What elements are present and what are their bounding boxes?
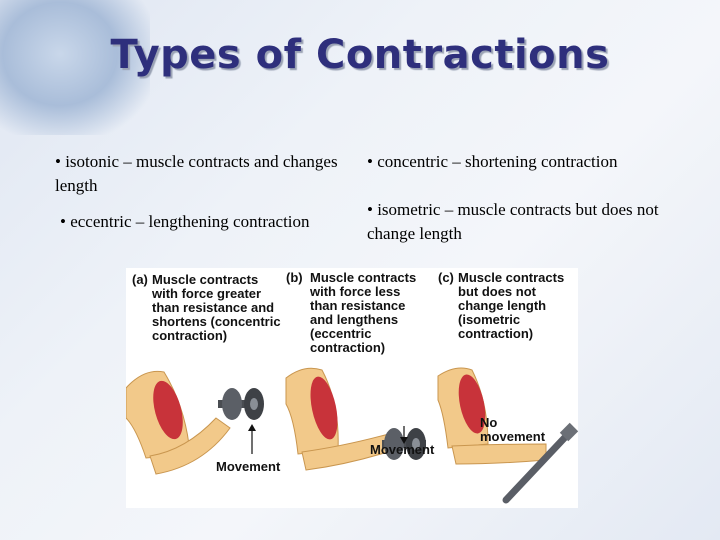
panel-c-line-4: (isometric — [458, 312, 520, 327]
bullet-concentric: • concentric – shortening contraction — [367, 152, 618, 171]
panel-b-movement-label: Movement — [370, 442, 435, 457]
surgeon-photo — [0, 0, 150, 135]
bullet-eccentric: • eccentric – lengthening contraction — [60, 212, 310, 231]
panel-b-line-5: (eccentric — [310, 326, 371, 341]
panel-c-line-2: but does not — [458, 284, 537, 299]
bullet-isometric: • isometric – muscle contracts but does … — [367, 200, 659, 243]
panel-a-line-4: shortens (concentric — [152, 314, 281, 329]
panel-b-line-4: and lengthens — [310, 312, 398, 327]
panel-a-line-3: than resistance and — [152, 300, 274, 315]
contraction-figure: (a) Muscle contracts with force greater … — [126, 268, 578, 508]
panel-a-line-1: Muscle contracts — [152, 272, 258, 287]
panel-c-fixed-bar — [502, 428, 574, 504]
panel-b-bicep-muscle — [310, 376, 338, 440]
panel-b-line-3: than resistance — [310, 298, 405, 313]
panel-a-movement-label: Movement — [216, 459, 281, 474]
panel-b: (b) Muscle contracts with force less tha… — [285, 270, 435, 471]
panel-c-line-1: Muscle contracts — [458, 270, 564, 285]
panel-a-line-2: with force greater — [151, 286, 261, 301]
bullet-isotonic: • isotonic – muscle contracts and change… — [55, 152, 338, 195]
panel-a-line-5: contraction) — [152, 328, 227, 343]
panel-c-no-label: No — [480, 415, 497, 430]
panel-c-letter: (c) — [438, 270, 454, 285]
panel-a-forearm — [149, 417, 231, 475]
panel-b-line-1: Muscle contracts — [310, 270, 416, 285]
panel-b-letter: (b) — [286, 270, 303, 285]
panel-c-forearm — [451, 443, 547, 465]
panel-c-line-3: change length — [458, 298, 546, 313]
panel-a-letter: (a) — [132, 272, 148, 287]
panel-b-line-2: with force less — [309, 284, 400, 299]
panel-a: (a) Muscle contracts with force greater … — [126, 272, 281, 475]
slide-title: Types of Contractions — [110, 32, 610, 78]
panel-b-line-6: contraction) — [310, 340, 385, 355]
panel-c-movement-label: movement — [480, 429, 546, 444]
panel-c-line-5: contraction) — [458, 326, 533, 341]
panel-c: (c) Muscle contracts but does not change… — [437, 270, 578, 504]
panel-a-bicep-muscle — [153, 380, 183, 440]
panel-c-bicep-muscle — [458, 374, 486, 434]
panel-a-dumbbell-icon — [218, 388, 264, 420]
